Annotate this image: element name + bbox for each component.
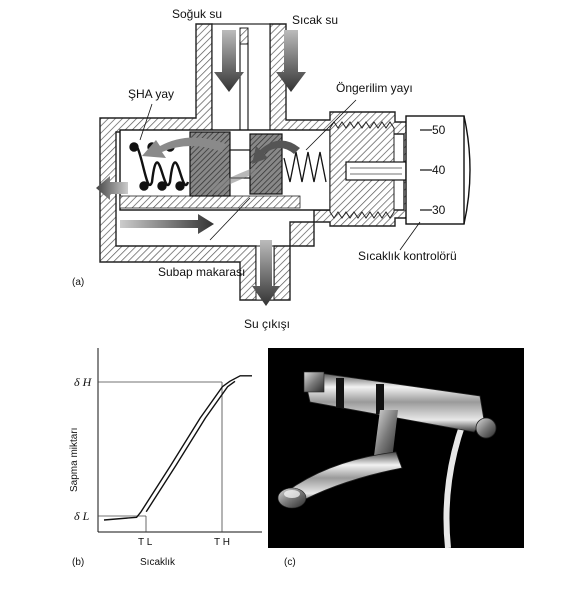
deflection-curve-return	[145, 380, 236, 513]
label-bias-spring: Öngerilim yayı	[336, 81, 413, 95]
label-sma-spring: ŞHA yay	[128, 87, 175, 101]
panel-label-b: (b)	[72, 557, 85, 568]
deflection-curve	[103, 375, 252, 521]
deflection-chart	[97, 348, 262, 533]
label-water-outlet: Su çıkışı	[244, 317, 291, 331]
handle-knob	[475, 417, 497, 439]
hot-water-arrow	[276, 30, 306, 92]
label-valve-spool: Subap makarası	[158, 265, 246, 279]
cold-flow-curve-arrow	[142, 137, 226, 158]
label-cold-water: Soğuk su	[172, 7, 223, 21]
label-temperature-controller: Sıcaklık kontrolörü	[358, 249, 457, 263]
panel-label-c: (c)	[284, 557, 296, 568]
y-axis-label: Sapma miktarı	[69, 427, 80, 492]
bias-spring	[283, 151, 327, 183]
x-axis-label: Sıcaklık	[140, 557, 176, 568]
spout	[285, 451, 403, 505]
temperature-dial	[405, 115, 471, 225]
threaded-adjuster	[329, 121, 407, 219]
faucet-photo	[268, 348, 524, 549]
y-tick-delta-h: δ H	[74, 375, 92, 389]
label-hot-water: Sıcak su	[292, 13, 339, 27]
dial-tick-30: 30	[432, 203, 446, 217]
flow-arrows	[96, 30, 306, 306]
x-tick-t-h: T H	[214, 537, 230, 548]
hot-flow-curve-arrow	[252, 140, 300, 164]
x-tick-t-l: T L	[138, 537, 153, 548]
dial-tick-50: 50	[432, 123, 446, 137]
leader-lines	[139, 99, 421, 251]
sma-spring	[129, 142, 190, 191]
mix-left-arrow	[96, 176, 128, 200]
outlet-arrow	[252, 240, 280, 306]
dial-tick-40: 40	[432, 163, 446, 177]
stem	[374, 410, 398, 460]
bypass-arrow	[120, 214, 214, 234]
panel-label-a: (a)	[72, 277, 85, 288]
cold-water-arrow	[214, 30, 244, 92]
valve-cross-section	[96, 23, 471, 306]
y-tick-delta-l: δ L	[74, 509, 90, 523]
